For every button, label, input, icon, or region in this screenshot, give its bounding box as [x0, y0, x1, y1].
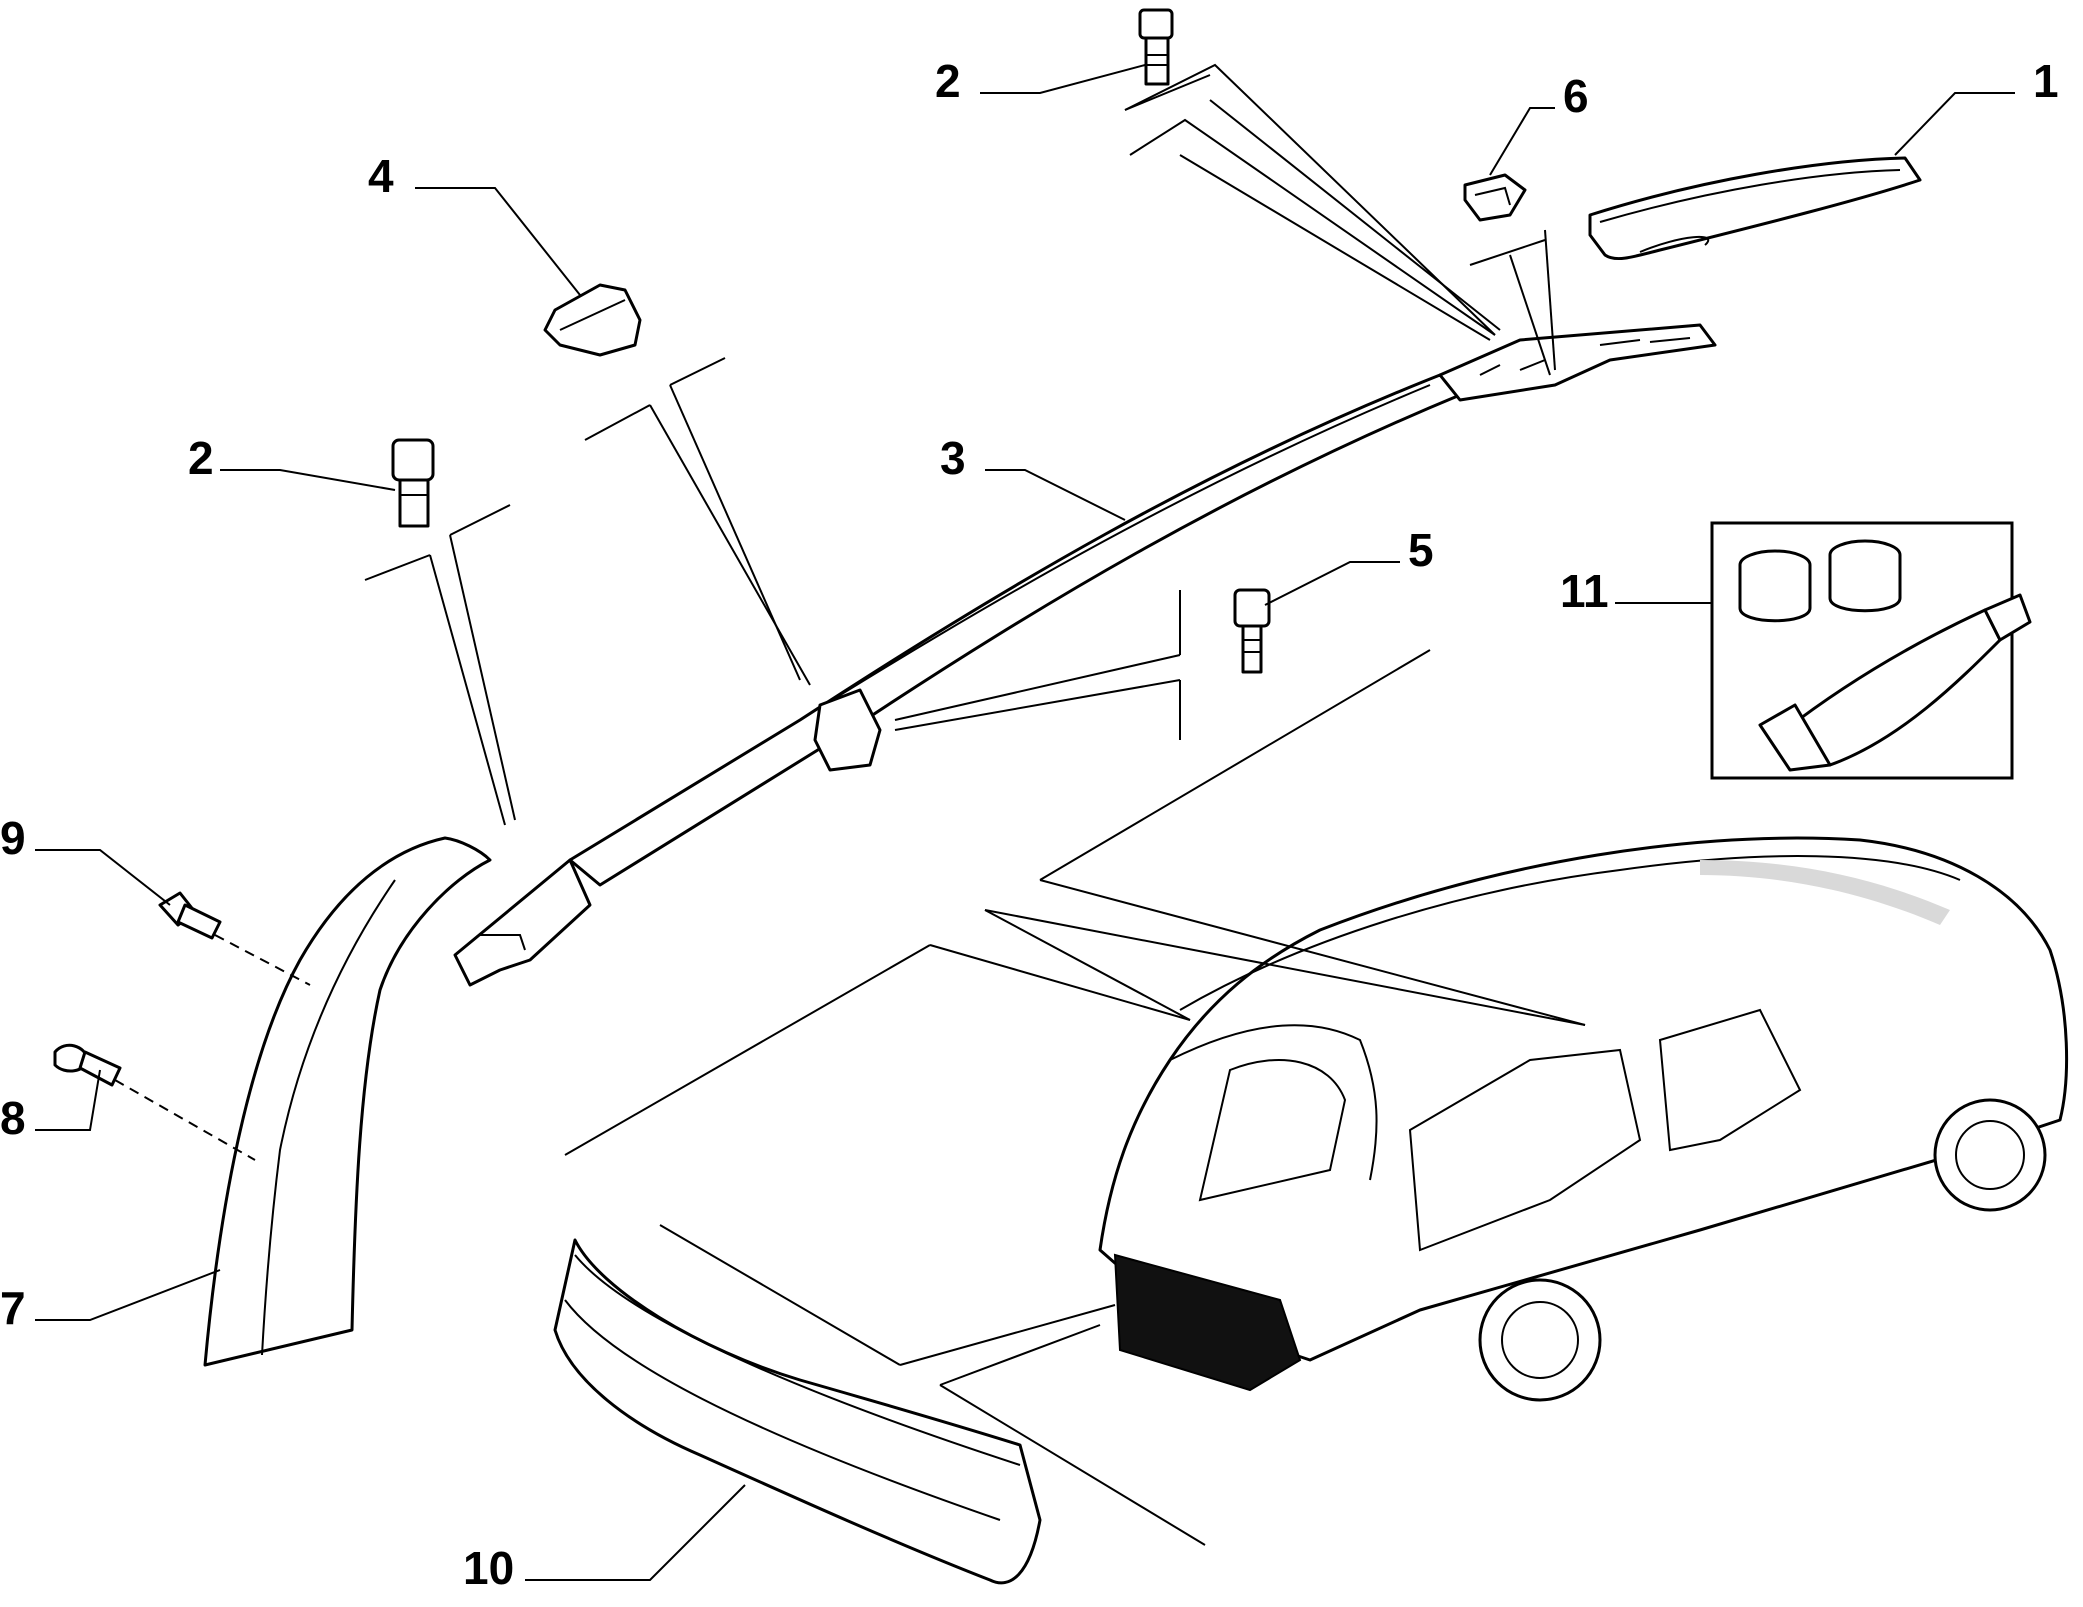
callout-8: 8	[0, 1092, 26, 1144]
callout-11: 11	[1560, 565, 1609, 617]
callout-10: 10	[463, 1542, 514, 1594]
callout-3: 3	[940, 432, 966, 484]
assembly-lines	[364, 63, 1586, 1546]
part-7-pillar-trim	[203, 836, 492, 1367]
part-10-tailgate-trim	[553, 1238, 1042, 1585]
part-5-screw	[1233, 588, 1271, 674]
callout-1: 1	[2033, 55, 2059, 107]
part-2-screw-top	[1138, 8, 1174, 86]
callout-6: 6	[1563, 70, 1589, 122]
callout-7: 7	[0, 1282, 26, 1334]
callout-labels: 1 2 2 3 4 5 6 7 8 9 10 11	[0, 55, 2059, 1594]
part-4-end-cap	[543, 283, 642, 357]
part-9-stud	[158, 891, 311, 986]
callout-4: 4	[368, 150, 394, 202]
part-2-screw-left	[391, 438, 435, 528]
callout-2-left: 2	[188, 432, 214, 484]
callout-5: 5	[1408, 524, 1434, 576]
part-1-roof-rail-front-cover	[1588, 156, 1922, 261]
callout-leaders	[35, 64, 2015, 1581]
part-6-clip	[1463, 173, 1527, 222]
part-3-roof-rail	[453, 323, 1717, 987]
callout-2-top: 2	[935, 55, 961, 107]
car-silhouette	[1098, 836, 2069, 1402]
part-8-stud	[53, 1043, 256, 1161]
callout-9: 9	[0, 812, 26, 864]
part-11-adhesive-kit	[1710, 521, 2032, 780]
